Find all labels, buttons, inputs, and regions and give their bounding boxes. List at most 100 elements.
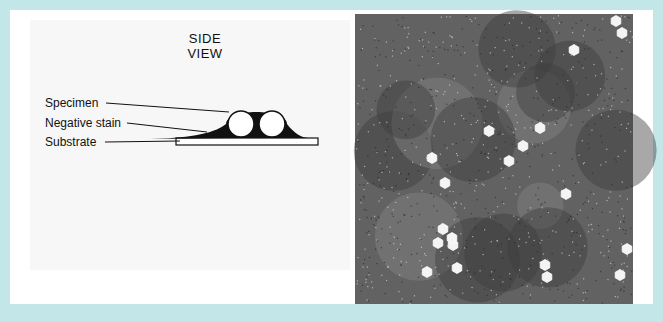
grain [378,40,379,41]
grain [587,94,588,95]
grain [430,108,431,109]
grain [584,41,585,42]
grain [530,294,531,295]
grain [392,55,393,56]
grain [554,300,555,301]
grain [569,255,570,256]
grain [396,20,397,21]
grain [600,88,601,89]
grain [410,102,411,103]
grain [532,144,533,145]
drawing-ground [30,20,350,270]
grain [390,75,391,76]
grain [624,222,625,223]
grain [377,152,378,153]
grain [444,91,445,92]
grain [381,171,382,172]
grain [610,241,611,242]
grain [534,146,535,147]
grain [586,298,587,299]
grain [513,216,514,217]
grain [421,190,422,191]
substrate-plate [176,138,318,145]
grain [365,279,366,280]
grain [624,263,625,264]
grain [563,290,564,291]
grain [513,135,514,136]
grain [416,253,417,254]
grain [466,16,467,17]
grain [502,177,503,178]
grain [562,253,563,254]
grain [491,241,492,242]
grain [390,227,391,228]
grain [460,193,461,194]
grain [473,138,474,139]
grain [519,239,520,240]
grain [562,74,563,75]
stain-blotch [464,214,542,292]
grain [477,199,478,200]
grain [481,153,482,154]
grain [434,275,435,276]
grain [423,174,424,175]
grain [488,153,489,154]
grain [575,55,576,56]
grain [508,127,509,128]
grain [453,105,454,106]
grain [589,134,590,135]
grain [576,94,577,95]
grain [513,17,514,18]
virus-particle [615,270,625,281]
grain [601,117,602,118]
specimen-particle [259,111,285,137]
grain [401,264,402,265]
grain [390,85,391,86]
grain [568,219,569,220]
grain [519,186,520,187]
grain [536,28,537,29]
grain [443,94,444,95]
grain [502,201,503,202]
grain [552,230,553,231]
grain [430,297,431,298]
grain [401,53,402,54]
grain [567,221,568,222]
grain [514,73,515,74]
grain [512,45,513,46]
grain [420,39,421,40]
grain [426,138,427,139]
grain [522,285,523,286]
grain [563,246,564,247]
virus-particle [447,233,457,244]
grain [502,258,503,259]
grain [432,150,433,151]
grain [373,124,374,125]
grain [400,244,401,245]
grain [456,45,457,46]
grain [503,37,504,38]
grain [621,16,622,17]
grain [499,276,500,277]
grain [482,228,483,229]
grain [357,283,358,284]
grain [505,40,506,41]
grain [583,35,584,36]
grain [503,203,504,204]
grain [409,303,410,304]
grain [529,42,530,43]
grain [588,201,589,202]
grain [590,192,591,193]
grain [467,270,468,271]
grain [570,101,571,102]
grain [363,197,364,198]
grain [470,113,471,114]
grain [506,69,507,70]
grain [363,196,364,197]
grain [484,289,485,290]
grain [606,200,607,201]
grain [578,182,579,183]
grain [399,128,400,129]
grain [369,114,370,115]
grain [625,88,626,89]
